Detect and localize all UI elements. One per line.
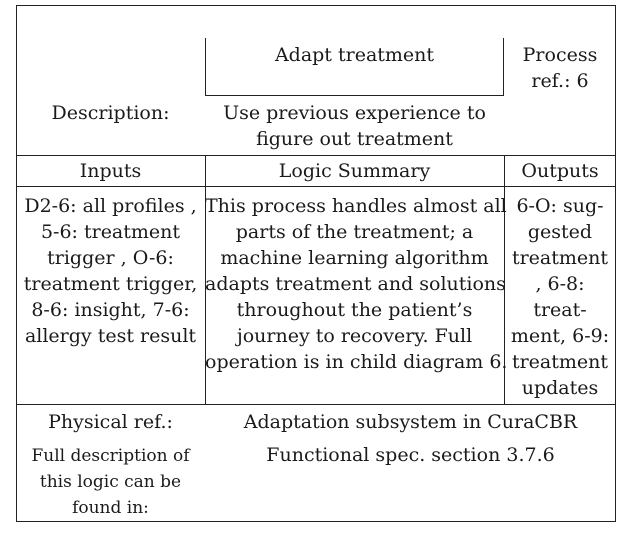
inputs-line: D2-6: all profiles , bbox=[24, 195, 197, 217]
description-text: Use previous experience to figure out tr… bbox=[205, 100, 504, 152]
logic-line: journey to recovery. Full bbox=[236, 325, 473, 347]
process-ref-label: Process bbox=[522, 44, 598, 66]
title-box-bottom-border bbox=[205, 95, 504, 96]
description-line: figure out treatment bbox=[256, 128, 453, 150]
description-line: Use previous experience to bbox=[223, 102, 486, 124]
inputs-line: trigger , O-6: bbox=[47, 247, 174, 269]
inputs-line: allergy test result bbox=[24, 325, 197, 347]
outputs-line: 6-O: sug- bbox=[516, 195, 604, 217]
logic-line: machine learning algorithm bbox=[220, 247, 489, 269]
content-row-bottom-border bbox=[16, 404, 616, 405]
outputs-line: treatment bbox=[511, 247, 609, 269]
inputs-header: Inputs bbox=[79, 160, 142, 182]
header-row-top-border bbox=[16, 155, 616, 156]
process-ref-value: ref.: 6 bbox=[531, 70, 589, 92]
process-title: Adapt treatment bbox=[274, 44, 435, 66]
title-box-left-border bbox=[205, 38, 206, 96]
inputs-line: treatment trigger, bbox=[23, 273, 198, 295]
column-divider-right bbox=[504, 155, 505, 405]
outputs-header: Outputs bbox=[521, 160, 599, 182]
outputs-line: treatment bbox=[511, 351, 609, 373]
inputs-line: 8-6: insight, 7-6: bbox=[31, 299, 190, 321]
header-row-bottom-border bbox=[16, 186, 616, 187]
logic-line: adapts treatment and solutions bbox=[205, 273, 506, 295]
full-description-label: Full description of this logic can be fo… bbox=[16, 443, 205, 521]
outputs-line: updates bbox=[521, 377, 599, 399]
inputs-cell: D2-6: all profiles , 5-6: treatment trig… bbox=[16, 193, 205, 349]
logic-line: throughout the patient’s bbox=[236, 299, 473, 321]
logic-summary-header: Logic Summary bbox=[278, 160, 431, 182]
outputs-line: ment, 6-9: bbox=[510, 325, 610, 347]
full-description-label-line: Full description of bbox=[31, 446, 190, 466]
logic-line: operation is in child diagram 6. bbox=[205, 351, 508, 373]
full-description-label-line: found in: bbox=[72, 498, 149, 518]
full-description-label-line: this logic can be bbox=[39, 472, 182, 492]
logic-line: This process handles almost all bbox=[205, 195, 507, 217]
column-divider-left bbox=[205, 155, 206, 405]
physical-ref-label: Physical ref.: bbox=[48, 411, 173, 433]
logic-line: parts of the treatment; a bbox=[235, 221, 474, 243]
full-description-value: Functional spec. section 3.7.6 bbox=[266, 444, 555, 466]
inputs-line: 5-6: treatment bbox=[40, 221, 181, 243]
outputs-line: , 6-8: bbox=[535, 273, 585, 295]
description-label: Description: bbox=[51, 102, 170, 124]
logic-summary-cell: This process handles almost all parts of… bbox=[205, 193, 508, 375]
title-box-right-border bbox=[503, 38, 504, 96]
outputs-line: treat- bbox=[533, 299, 587, 321]
outputs-cell: 6-O: sug- gested treatment , 6-8: treat-… bbox=[504, 193, 616, 401]
physical-ref-value: Adaptation subsystem in CuraCBR bbox=[243, 411, 578, 433]
table-frame bbox=[16, 5, 616, 522]
outputs-line: gested bbox=[527, 221, 593, 243]
